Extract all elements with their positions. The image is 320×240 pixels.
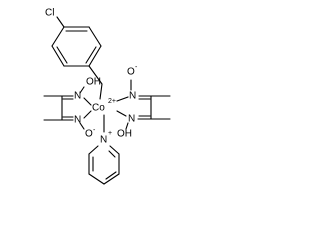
double-bond — [105, 171, 117, 180]
double-bond — [108, 150, 116, 158]
oxide-right-charge-label: - — [135, 64, 138, 71]
oxide-right-label: O — [127, 67, 135, 78]
bond-n-to-oh-upper-left — [79, 86, 85, 94]
double-bond — [56, 46, 68, 64]
hydroxyl-upper-left-label: OH — [86, 77, 101, 88]
pyridinium-charge-label: + — [108, 130, 112, 137]
bond — [88, 26, 102, 47]
chemical-structure-diagram: Cl Co 2+ OH N N O - O - N N OH N + — [43, 8, 171, 185]
bond — [109, 145, 120, 155]
bond-co-to-n-upper-left — [83, 97, 92, 106]
oxide-left-label: O — [85, 129, 93, 140]
bond — [88, 173, 105, 185]
bond — [103, 173, 120, 185]
nitrogen-lower-right-label: N — [128, 114, 135, 125]
cobalt-atom-label: Co — [92, 103, 105, 114]
bond-co-to-n-lower-right — [116, 110, 127, 117]
chlorine-atom-label: Cl — [45, 8, 54, 19]
nitrogen-upper-left-label: N — [74, 91, 81, 102]
pyridinium-ring — [88, 145, 120, 185]
chlorophenyl-ring — [51, 26, 102, 67]
bond-n-to-o-minus-left — [79, 122, 85, 130]
hydroxyl-lower-right-label: OH — [117, 129, 132, 140]
bond — [88, 45, 102, 67]
bond-co-to-n-lower-left — [83, 110, 92, 119]
cobalt-charge-label: 2+ — [108, 98, 116, 105]
oxide-left-charge-label: - — [93, 127, 96, 134]
bond — [88, 145, 99, 155]
double-bond — [85, 46, 97, 64]
bond-n-to-oh-lower-right — [125, 122, 129, 130]
bond-co-to-n-upper-right — [116, 96, 129, 102]
bond — [51, 45, 65, 67]
bond — [51, 26, 65, 47]
bond-ring-to-ch2 — [88, 65, 103, 85]
bond-ch2-to-co — [99, 83, 103, 100]
pyridinium-nitrogen-label: N — [100, 135, 107, 146]
nitrogen-lower-left-label: N — [74, 115, 81, 126]
nitrogen-upper-right-label: N — [129, 91, 136, 102]
bond-ring-to-cl — [56, 16, 65, 28]
